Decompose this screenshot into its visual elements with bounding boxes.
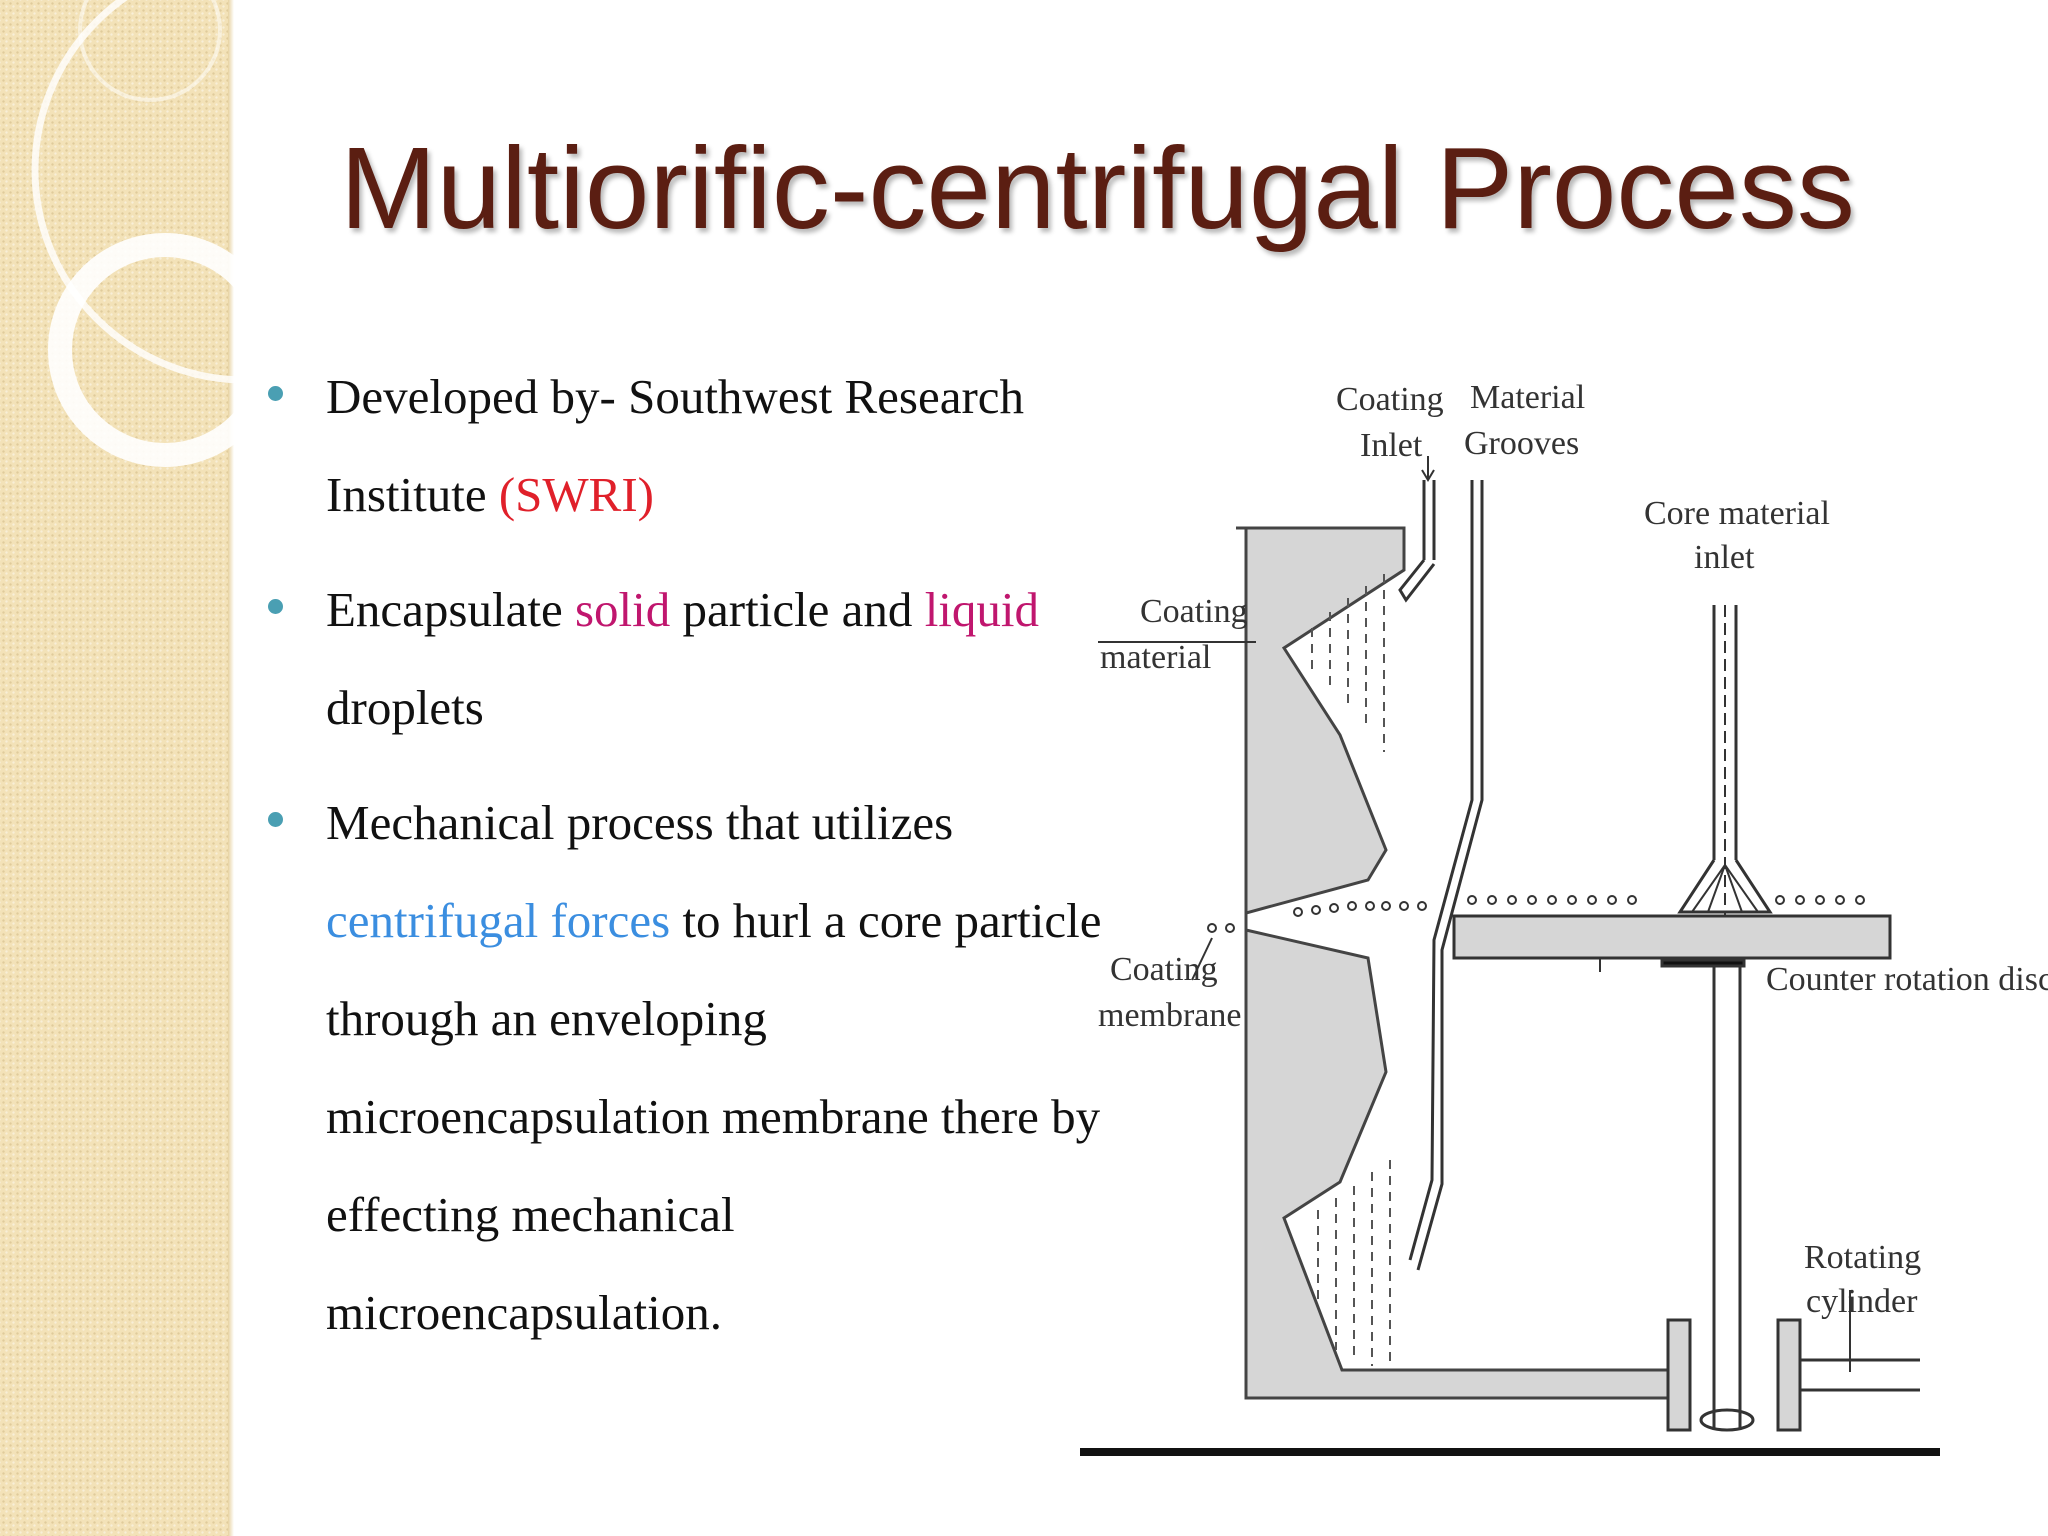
bullet-text: Mechanical process that utilizes centrif… bbox=[326, 774, 1122, 1362]
label-coating-inlet-2: Inlet bbox=[1360, 427, 1423, 464]
deco-ring-small bbox=[78, 0, 222, 102]
label-material-grooves-2: Grooves bbox=[1464, 425, 1579, 462]
label-coating-membrane-1: Coating bbox=[1110, 951, 1218, 988]
bullet-text-plain: Mechanical process that utilizes bbox=[326, 795, 954, 850]
bullet-text-plain: droplets bbox=[326, 680, 484, 735]
bullet-text-plain: Developed by- Southwest Research Institu… bbox=[326, 369, 1025, 522]
solid-highlight: solid bbox=[574, 582, 671, 637]
bullet-dot-icon bbox=[268, 386, 283, 401]
process-diagram: Coating Inlet Material Grooves Core mate… bbox=[1080, 379, 2048, 1456]
material-grooves-wall bbox=[1408, 480, 1484, 1271]
label-coating-material-1: Coating bbox=[1140, 593, 1248, 630]
slide-title: Multiorific-centrifugal Process bbox=[340, 123, 1855, 253]
label-leader-lines bbox=[1098, 456, 1851, 1372]
label-rotating-cylinder-2: cylinder bbox=[1806, 1283, 1918, 1320]
label-counter-rotation-disc: Counter rotation disc bbox=[1766, 961, 2048, 998]
bullet-list: Developed by- Southwest Research Institu… bbox=[262, 348, 1122, 1379]
side-band-edge bbox=[228, 0, 234, 1536]
bullet-text: Encapsulate solid particle and liquid dr… bbox=[326, 561, 1122, 757]
deco-ring-large bbox=[31, 0, 380, 384]
bullet-dot-icon bbox=[268, 812, 283, 827]
label-coating-material-2: material bbox=[1100, 639, 1211, 676]
counter-rotation-disc bbox=[1452, 914, 1892, 960]
bullet-text-plain: Encapsulate bbox=[326, 582, 575, 637]
centrifugal-highlight: centrifugal forces bbox=[326, 893, 671, 948]
bullet-text-plain: particle and bbox=[670, 582, 925, 637]
decorative-rings bbox=[31, 0, 380, 467]
core-inlet-tube bbox=[1677, 605, 1773, 920]
diagram-labels: Coating Inlet Material Grooves Core mate… bbox=[1098, 379, 2048, 1320]
label-coating-membrane-2: membrane bbox=[1098, 997, 1242, 1034]
bullet-item-developer: Developed by- Southwest Research Institu… bbox=[262, 348, 1122, 544]
coating-inlet-pipe bbox=[1398, 480, 1436, 603]
bullet-text-plain: to hurl a core particle through an envel… bbox=[326, 893, 1102, 1340]
label-material-grooves-1: Material bbox=[1470, 379, 1585, 416]
label-core-inlet-2: inlet bbox=[1694, 539, 1755, 576]
bullet-dot-icon bbox=[268, 599, 283, 614]
deco-ring-medium bbox=[48, 233, 282, 467]
label-core-inlet-1: Core material bbox=[1644, 495, 1830, 532]
outer-housing bbox=[1236, 526, 1672, 1400]
label-coating-inlet-1: Coating bbox=[1336, 381, 1444, 418]
bullet-item-encapsulate: Encapsulate solid particle and liquid dr… bbox=[262, 561, 1122, 757]
coating-material-hatching bbox=[1311, 574, 1391, 1366]
particle-stream-left bbox=[1207, 901, 1427, 933]
swri-highlight: (SWRI) bbox=[498, 467, 654, 522]
label-rotating-cylinder-1: Rotating bbox=[1804, 1239, 1921, 1276]
bullet-item-mechanical: Mechanical process that utilizes centrif… bbox=[262, 774, 1122, 1362]
bullet-text: Developed by- Southwest Research Institu… bbox=[326, 348, 1122, 544]
diagram-baseline bbox=[1080, 1448, 1940, 1456]
liquid-highlight: liquid bbox=[924, 582, 1040, 637]
particle-stream-right bbox=[1467, 895, 1865, 905]
rotating-cylinder-shaft bbox=[1660, 958, 1920, 1432]
